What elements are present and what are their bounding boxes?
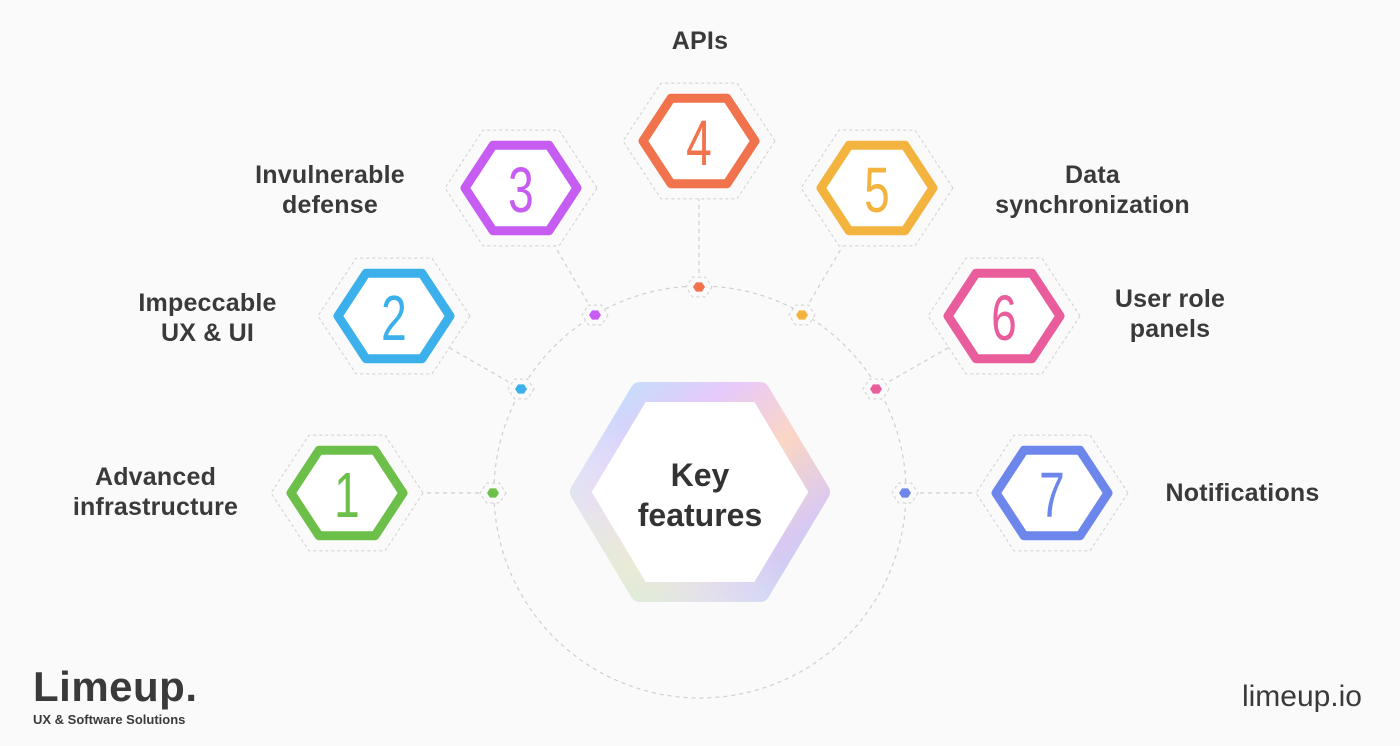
orbit-node-3 <box>581 304 609 326</box>
logo-tagline: UX & Software Solutions <box>33 712 186 727</box>
feature-label-6: User role panels <box>1114 285 1226 343</box>
orbit-nodes <box>479 276 919 504</box>
feature-number-2: 2 <box>381 282 407 353</box>
feature-label-2: Impeccable UX & UI <box>138 289 277 347</box>
feature-hexagon-7: 7 <box>975 434 1129 552</box>
feature-number-5: 5 <box>864 154 890 225</box>
site-url: limeup.io <box>1241 680 1362 713</box>
feature-hexagon-3: 3 <box>444 129 598 247</box>
feature-hexagons: 1 2 3 4 5 6 7 <box>270 82 1129 552</box>
feature-number-1: 1 <box>334 459 360 530</box>
orbit-node-4 <box>685 276 713 298</box>
center-title-line1: Key <box>670 457 730 493</box>
feature-number-4: 4 <box>686 107 712 178</box>
logo-name: Limeup. <box>33 663 198 710</box>
feature-label-1: Advanced infrastructure <box>72 463 239 521</box>
feature-hexagon-2: 2 <box>317 257 471 375</box>
feature-hexagon-4: 4 <box>622 82 776 200</box>
center-title-line2: features <box>637 497 763 533</box>
orbit-node-1 <box>479 482 507 504</box>
feature-hexagon-5: 5 <box>800 129 954 247</box>
center-title: Key features <box>580 455 820 535</box>
orbit-node-2 <box>507 378 535 400</box>
feature-label-3: Invulnerable defense <box>255 161 405 219</box>
orbit-node-5 <box>788 304 816 326</box>
orbit-node-6 <box>862 378 890 400</box>
center-hexagon <box>570 382 830 602</box>
orbit-node-7 <box>891 482 919 504</box>
feature-number-3: 3 <box>508 154 534 225</box>
feature-label-4: APIs <box>671 27 729 55</box>
feature-number-6: 6 <box>991 282 1017 353</box>
feature-hexagon-1: 1 <box>270 434 424 552</box>
feature-label-5: Data synchronization <box>995 161 1190 219</box>
feature-number-7: 7 <box>1039 459 1065 530</box>
limeup-logo: Limeup. UX & Software Solutions <box>33 664 198 728</box>
feature-hexagon-6: 6 <box>927 257 1081 375</box>
feature-label-7: Notifications <box>1165 479 1320 507</box>
